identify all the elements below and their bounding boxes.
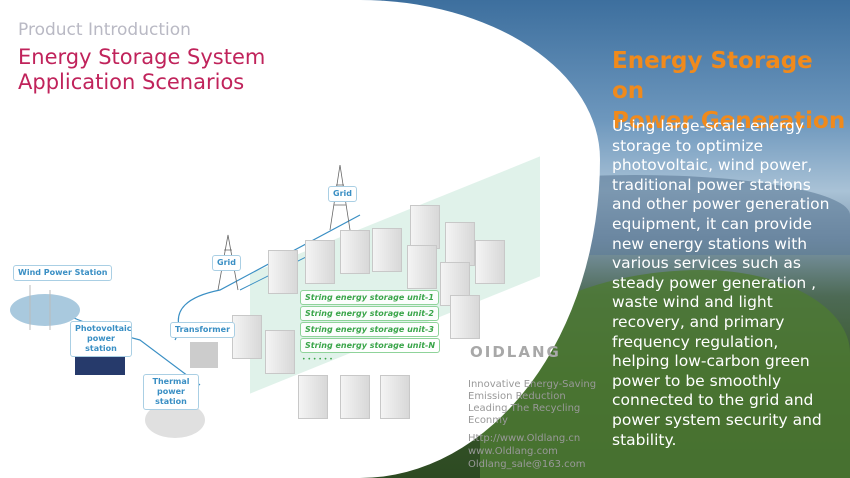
storage-unit-label: String energy storage unit-2 <box>300 306 439 321</box>
storage-cabinet <box>407 245 437 289</box>
storage-unit-label: String energy storage unit-1 <box>300 290 439 305</box>
slogan-line: Econmy <box>468 415 508 426</box>
storage-cabinet <box>305 240 335 284</box>
slogan-line: Leading The Recycling <box>468 403 581 414</box>
slogan-line: Innovative Energy-Saving <box>468 379 597 390</box>
storage-cabinet <box>232 315 262 359</box>
storage-cabinet <box>445 222 475 266</box>
storage-unit-label: String energy storage unit-N <box>300 338 441 353</box>
storage-cabinet <box>340 230 370 274</box>
storage-cabinet <box>372 228 402 272</box>
storage-cabinet <box>410 205 440 249</box>
grid-label-2: Grid <box>328 186 357 202</box>
section-label: Product Introduction <box>18 20 191 40</box>
storage-cabinet <box>380 375 410 419</box>
storage-cabinet <box>340 375 370 419</box>
brand-logo: OIDLANG <box>470 343 561 361</box>
storage-cabinet <box>268 250 298 294</box>
title-line2: Application Scenarios <box>18 70 245 94</box>
storage-cabinet <box>298 375 328 419</box>
storage-cabinet <box>450 295 480 339</box>
pv-station-label: Photovoltaic power station <box>70 321 132 357</box>
email-link[interactable]: Oldlang_sale@163.com <box>468 459 586 470</box>
right-body-text: Using large-scale energy storage to opti… <box>612 117 830 449</box>
website-link-cn[interactable]: Http://www.Oldlang.cn <box>468 433 581 444</box>
right-title-line2: Power Generation <box>612 108 846 134</box>
transformer-label: Transformer <box>170 322 236 338</box>
right-title-line1: Energy Storage on <box>612 48 813 104</box>
storage-cabinet <box>265 330 295 374</box>
storage-unit-label: String energy storage unit-3 <box>300 322 439 337</box>
website-link-com[interactable]: www.Oldlang.com <box>468 446 558 457</box>
storage-cabinet <box>475 240 505 284</box>
title-line1: Energy Storage System <box>18 45 266 69</box>
more-units-dots: • • • • • • <box>302 356 333 363</box>
thermal-station-label: Thermal power station <box>143 374 199 410</box>
wind-station-label: Wind Power Station <box>13 265 113 281</box>
grid-label-1: Grid <box>212 255 241 271</box>
right-title: Energy Storage on Power Generation <box>612 46 850 136</box>
slogan-line: Emission Reduction <box>468 391 566 402</box>
